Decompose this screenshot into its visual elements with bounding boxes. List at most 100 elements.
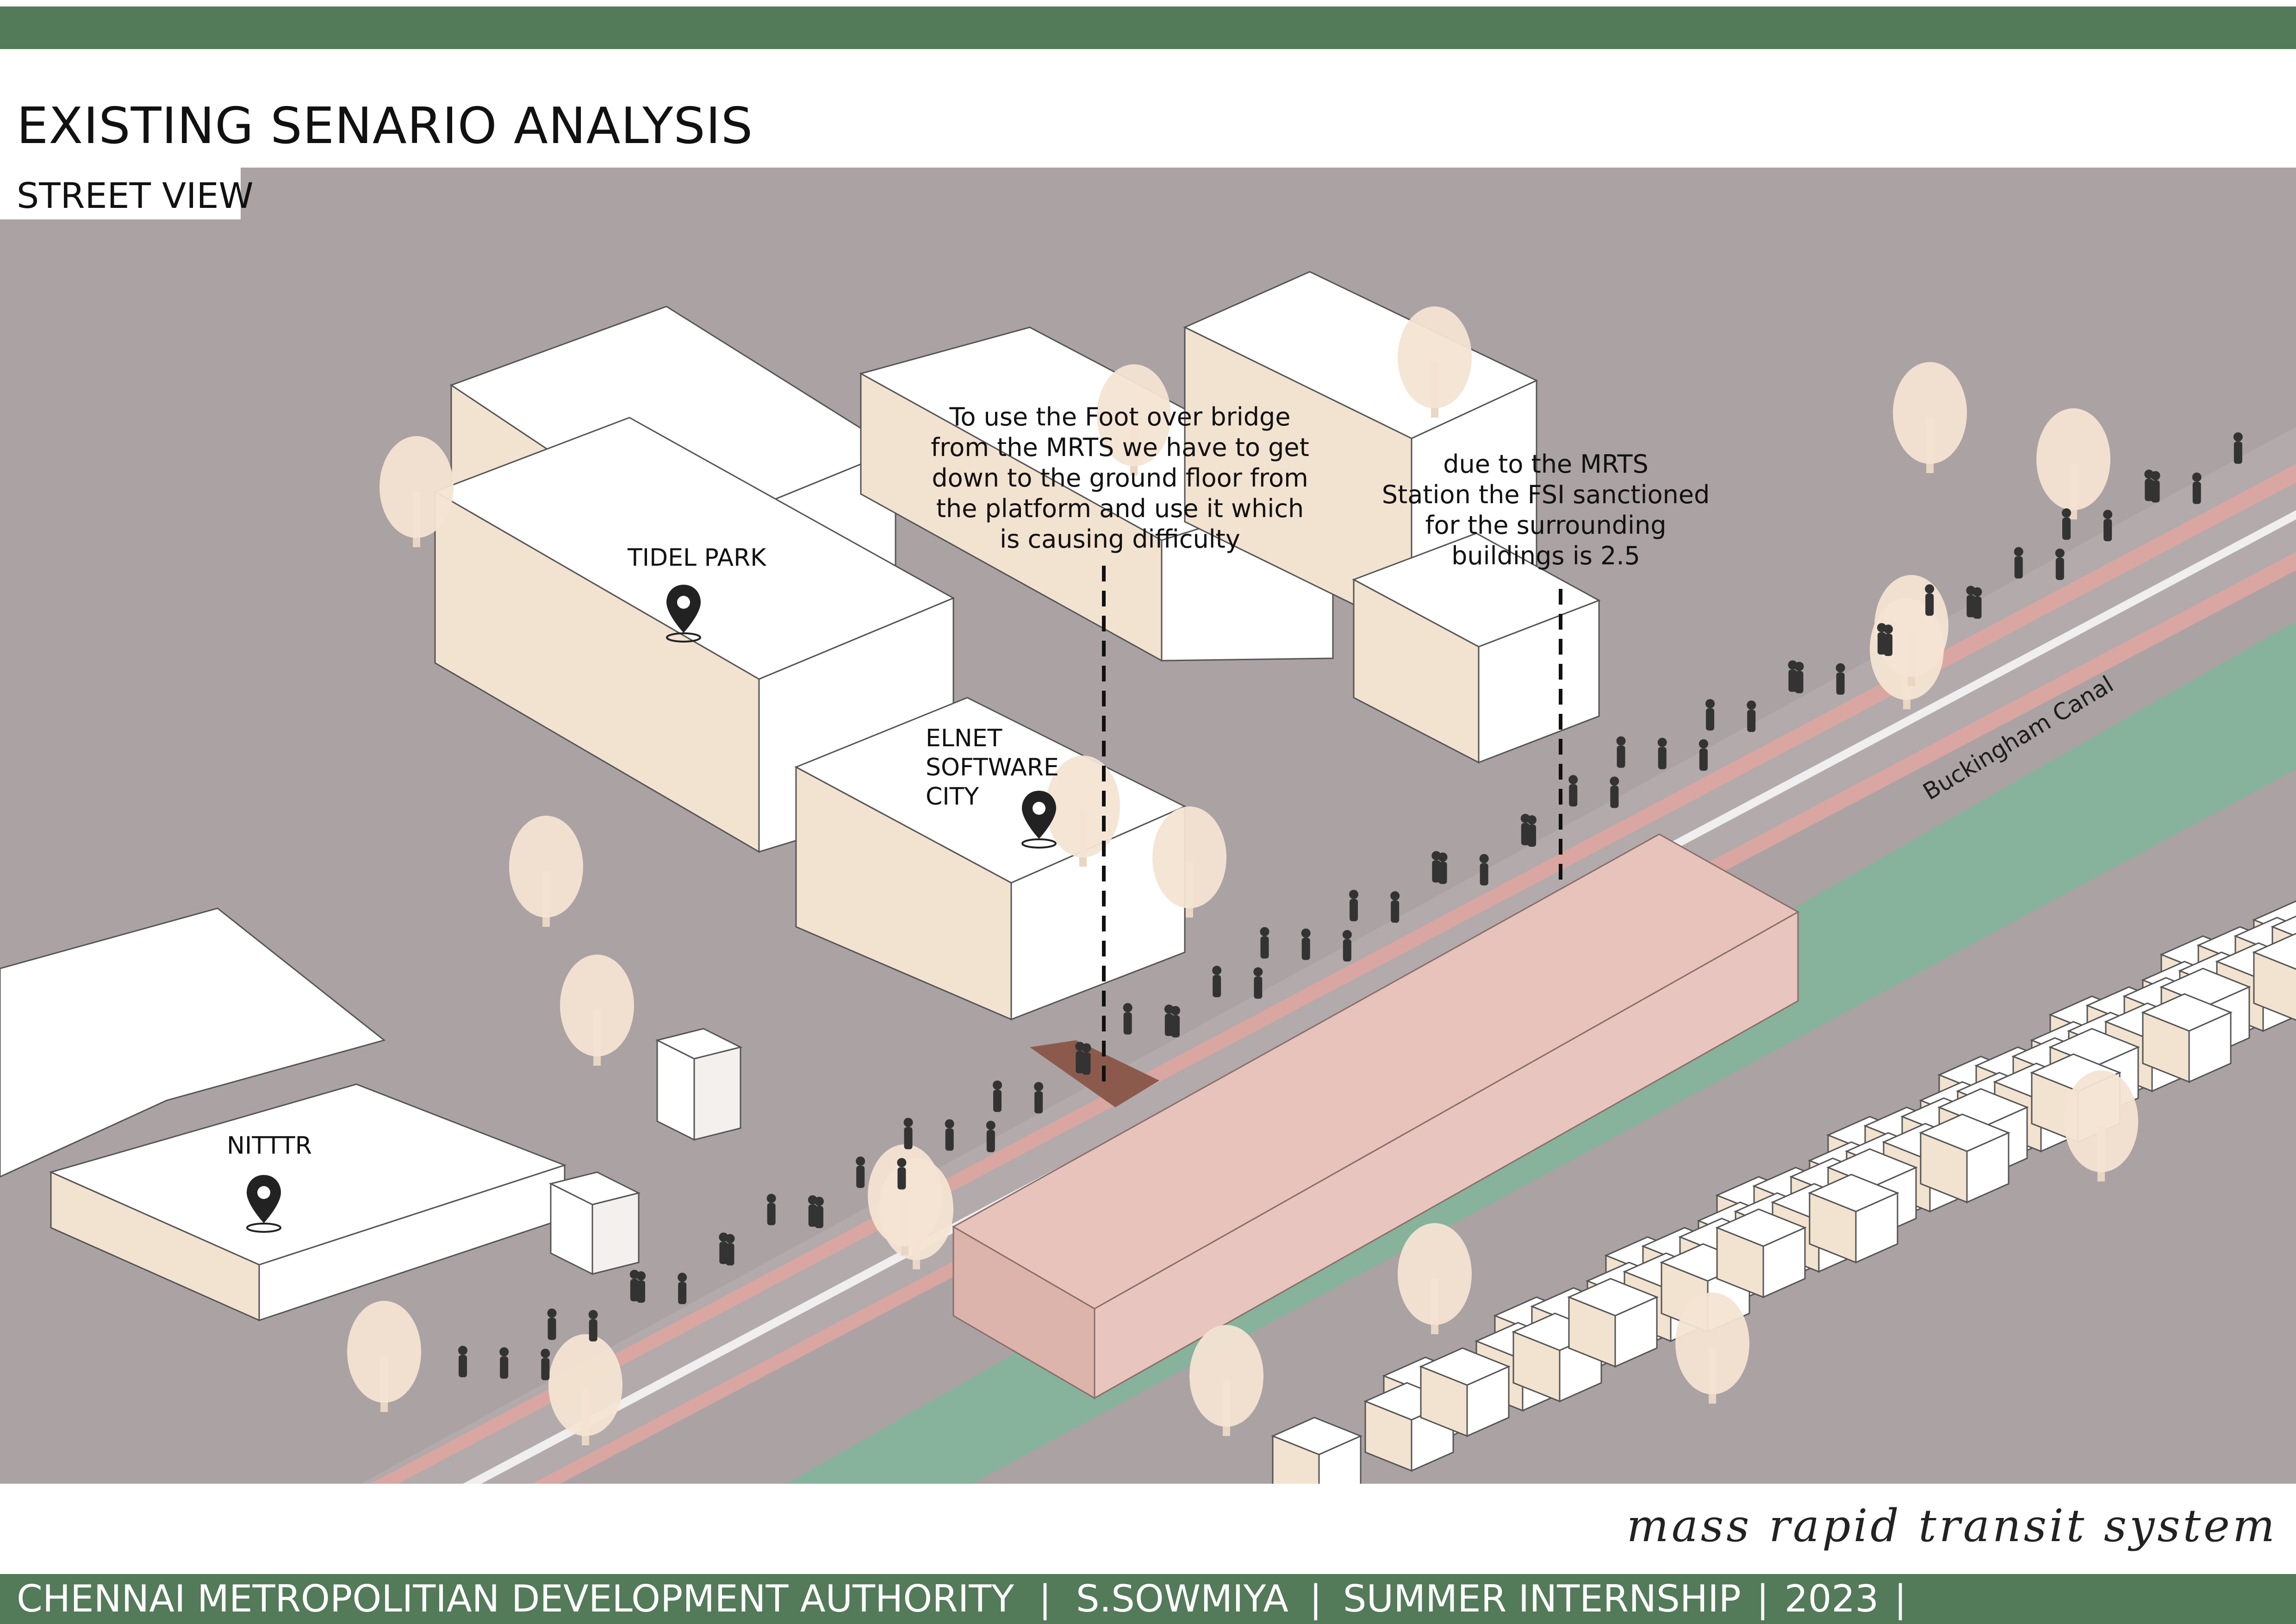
pedestrian [1884,625,1893,656]
pedestrian [1925,584,1934,616]
building-small-cube-2 [551,1172,639,1274]
building-small-cube-1 [657,1029,740,1140]
pedestrian [2103,510,2112,541]
pedestrian [1343,930,1352,962]
house [1921,1114,2009,1202]
house [1421,1348,1509,1436]
pedestrian [1617,737,1626,768]
tree [2036,408,2110,519]
pedestrian [1438,853,1448,884]
house [1717,1209,1805,1297]
pedestrian [1123,1003,1132,1035]
pedestrian [1705,699,1715,731]
building-nitttr [51,1084,565,1320]
pedestrian [986,1121,996,1152]
tree [2064,1070,2138,1181]
pedestrian [1171,1006,1180,1037]
annotation-line: due to the MRTS [1370,449,1722,480]
pedestrian [1973,587,1982,619]
pedestrian [541,1349,550,1380]
pedestrian [2234,432,2243,464]
pedestrian [2062,508,2071,540]
pedestrian [1349,890,1358,921]
tree [1398,1223,1472,1334]
pedestrian [945,1119,954,1151]
pedestrian [1034,1082,1043,1113]
pedestrian [1301,929,1311,960]
annotation-line: from the MRTS we have to get [921,432,1319,463]
pedestrian [1658,738,1667,769]
pedestrian [726,1234,735,1266]
label-tidel-park: TIDEL PARK [628,544,766,572]
pedestrian [1836,663,1845,695]
pedestrian [2151,471,2160,503]
annotation-line: the platform and use it which [921,493,1319,524]
pedestrian [815,1197,824,1228]
footer-separator: | [1039,1577,1052,1620]
tree [347,1301,421,1412]
footer-separator: | [1309,1577,1322,1620]
location-pin-icon [243,1171,285,1236]
pedestrian [1082,1043,1091,1075]
label-elnet-line-1: ELNET [926,725,1002,752]
signature-script: mass rapid transit system [1627,1500,2277,1552]
tree [509,816,583,927]
pedestrian [2055,549,2065,580]
house [1273,1418,1361,1484]
pedestrian [1699,739,1708,771]
pedestrian [1568,775,1578,806]
annotation-line: buildings is 2.5 [1370,541,1722,571]
pedestrian [856,1156,865,1188]
label-nitttr: NITTTR [227,1132,312,1160]
pedestrian [678,1273,687,1304]
pedestrian [1480,854,1489,886]
label-elnet-line-2: SOFTWARE [926,754,1059,781]
pedestrian [1212,966,1221,997]
annotation-line: for the surrounding [1370,510,1722,541]
pedestrian [1610,776,1619,808]
house [1810,1174,1898,1262]
pedestrian [904,1118,913,1149]
pedestrian [2192,473,2202,504]
annotation-foot-over-bridge: To use the Foot over bridge from the MRT… [921,402,1319,555]
annotation-line: To use the Foot over bridge [921,402,1319,432]
annotation-line: Station the FSI sanctioned [1370,480,1722,510]
street-view-illustration [0,168,2296,1484]
tree [1189,1325,1263,1436]
subtitle: STREET VIEW [17,175,254,216]
annotation-line: is causing difficulty [921,524,1319,555]
footer-year: 2023 [1785,1577,1879,1620]
pedestrian [636,1271,646,1303]
footer: CHENNAI METROPOLITIAN DEVELOPMENT AUTHOR… [17,1576,1910,1622]
footer-author: S.SOWMIYA [1076,1577,1288,1620]
pedestrian [589,1310,598,1342]
pedestrian [1390,891,1400,923]
pedestrian [993,1081,1002,1112]
house [2143,994,2231,1082]
pedestrian [1253,967,1263,999]
pedestrian [2014,547,2023,579]
footer-separator: | [1756,1577,1769,1620]
isometric-site-drawing [0,168,2296,1484]
label-elnet-line-3: CITY [926,783,979,811]
pedestrian [1527,815,1537,847]
pedestrian [767,1194,776,1225]
pedestrian [1260,927,1269,959]
location-pin-icon [663,581,704,646]
footer-program: SUMMER INTERNSHIP [1343,1577,1741,1620]
tree [1675,1293,1749,1404]
pedestrian [499,1347,509,1379]
pedestrian [1795,662,1804,693]
top-band [0,6,2296,49]
pedestrian [1747,700,1756,732]
annotation-line: down to the ground floor from [921,463,1319,493]
pedestrian [897,1158,906,1189]
footer-org: CHENNAI METROPOLITIAN DEVELOPMENT AUTHOR… [17,1577,1014,1620]
location-pin-icon [1018,787,1060,852]
annotation-fsi: due to the MRTS Station the FSI sanction… [1370,449,1722,571]
tree [560,955,634,1066]
page-title: EXISTING SENARIO ANALYSIS [17,97,753,155]
tree [1893,362,1967,473]
pedestrian [548,1309,557,1340]
house [1569,1279,1657,1367]
